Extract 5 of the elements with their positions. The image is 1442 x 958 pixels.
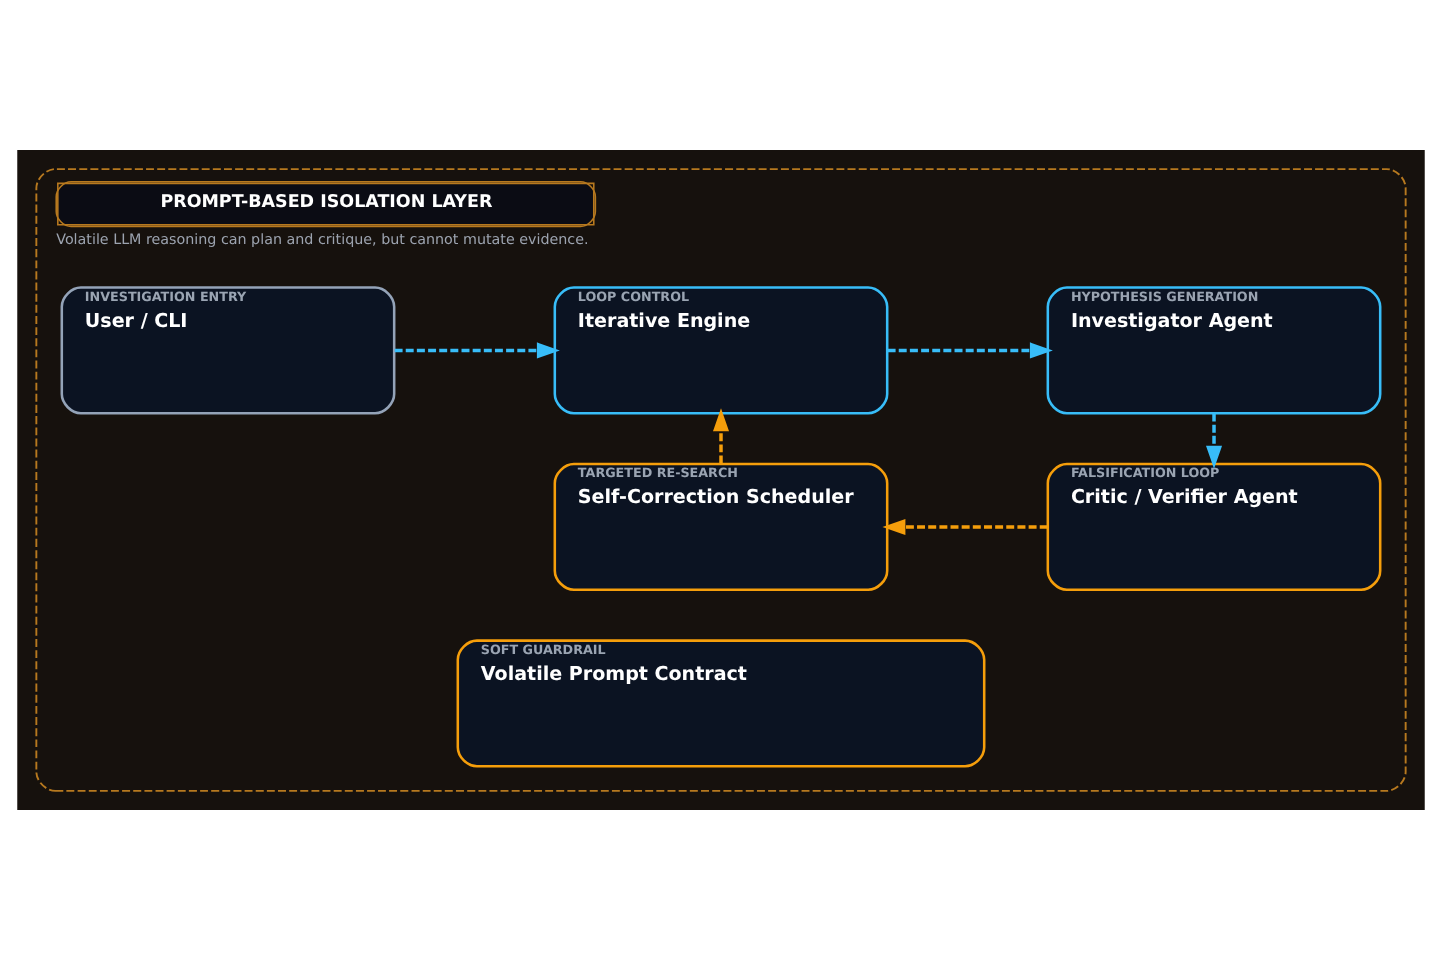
- arrow: [394, 341, 560, 358]
- arrow: [712, 407, 730, 463]
- arrow: [887, 341, 1053, 358]
- arrow: [1206, 412, 1223, 468]
- arrow: [882, 517, 1048, 534]
